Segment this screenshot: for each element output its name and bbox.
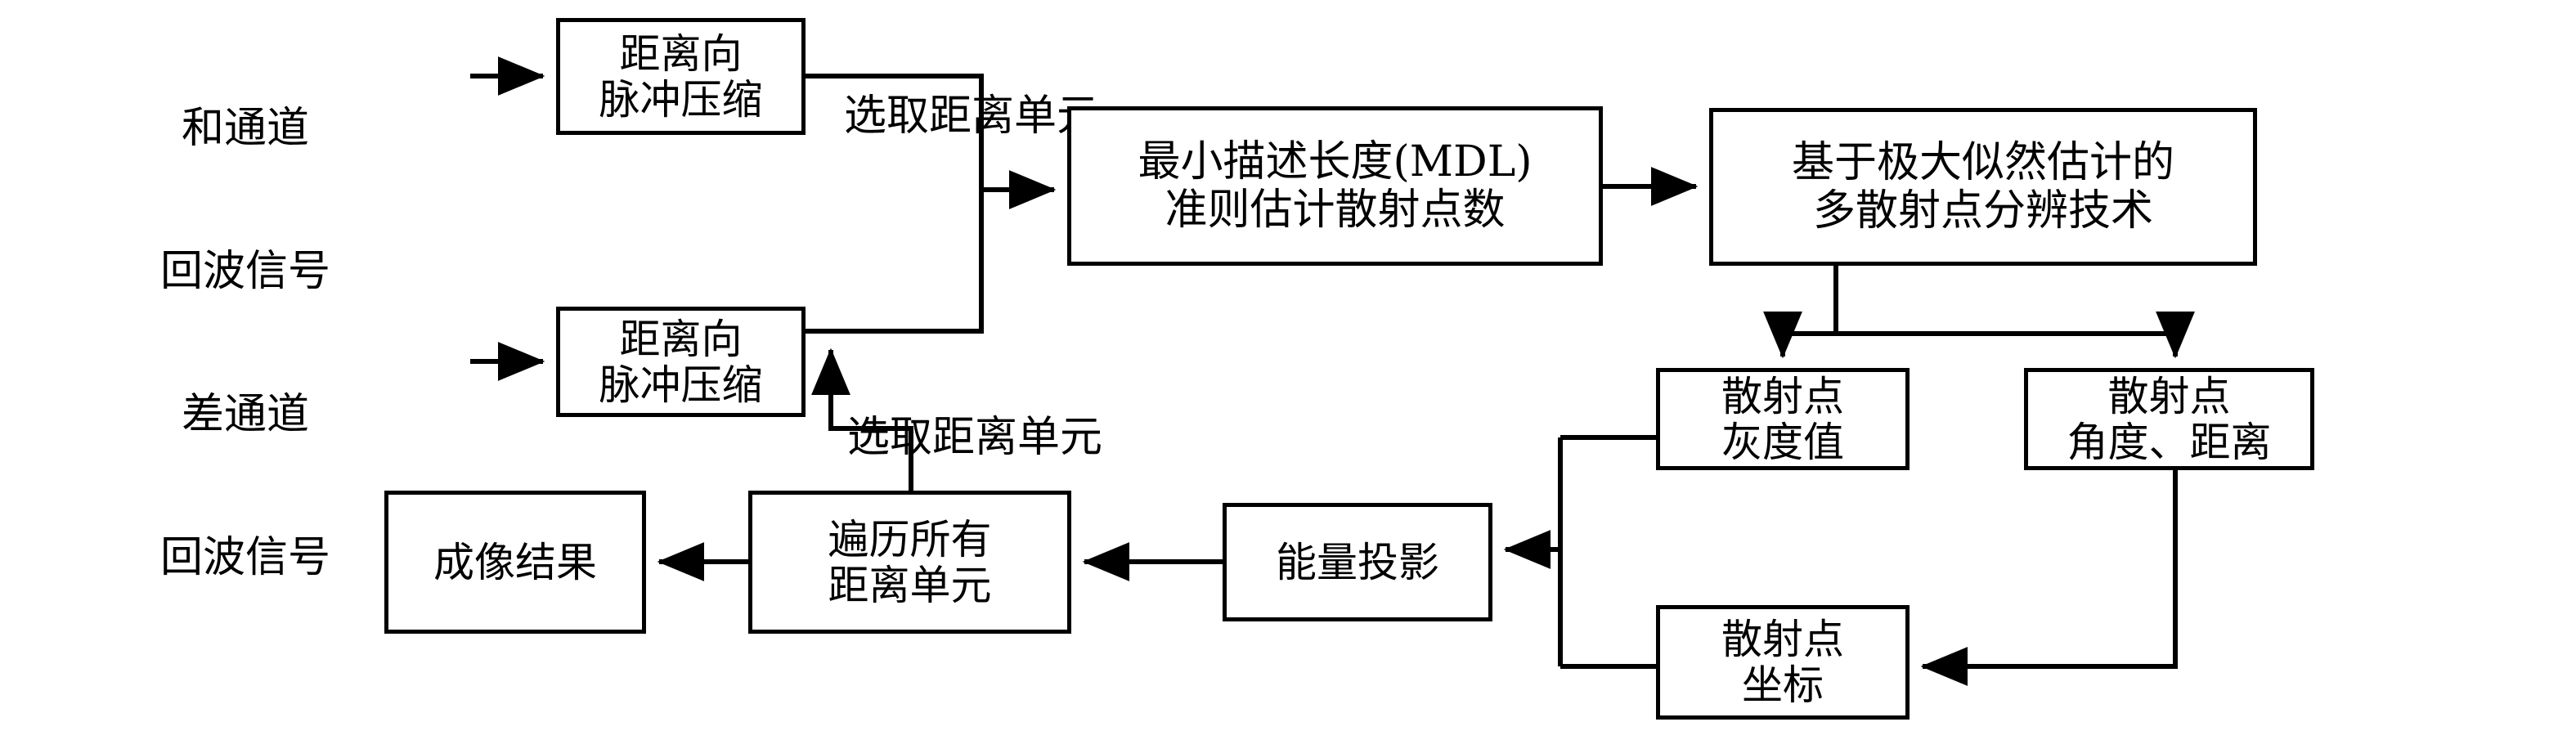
energy-line1: 能量投影 xyxy=(1276,538,1439,586)
node-pulse-compression-1[interactable]: 距离向 脉冲压缩 xyxy=(556,18,806,135)
gray-line1: 散射点 xyxy=(1721,372,1844,420)
node-mdl-estimate[interactable]: 最小描述长度(MDL) 准则估计散射点数 xyxy=(1067,106,1603,266)
angle-line1: 散射点 xyxy=(2107,372,2231,420)
node-imaging-result[interactable]: 成像结果 xyxy=(384,491,646,634)
gray-line2: 灰度值 xyxy=(1721,418,1844,466)
edge-pc1-to-bus xyxy=(806,74,984,190)
sum-channel-line1: 和通道 xyxy=(181,104,309,154)
result-line1: 成像结果 xyxy=(433,538,597,586)
node-ml-resolution[interactable]: 基于极大似然估计的 多散射点分辨技术 xyxy=(1709,108,2257,266)
pc2-line1: 距离向 xyxy=(619,315,743,363)
mdl-line1: 最小描述长度(MDL) xyxy=(1138,137,1533,187)
edge-angle-to-coord xyxy=(1920,470,2178,686)
ml-line1: 基于极大似然估计的 xyxy=(1791,138,2174,188)
pc1-line2: 脉冲压缩 xyxy=(599,75,763,123)
edge-label-select-range-cell-top: 选取距离单元 xyxy=(844,92,1100,141)
node-scatter-coord[interactable]: 散射点 坐标 xyxy=(1656,605,1910,720)
coord-line2: 坐标 xyxy=(1742,661,1824,709)
angle-line2: 角度、距离 xyxy=(2067,418,2272,466)
diff-channel-input-label: 差通道 回波信号 xyxy=(131,296,360,677)
edge-pc2-to-bus xyxy=(806,190,984,334)
pc2-line2: 脉冲压缩 xyxy=(599,361,763,409)
edge-traverse-feedback-to-pc2 xyxy=(811,348,913,491)
node-pulse-compression-2[interactable]: 距离向 脉冲压缩 xyxy=(556,307,806,417)
mdl-line2: 准则估计散射点数 xyxy=(1165,185,1506,235)
node-scatter-gray[interactable]: 散射点 灰度值 xyxy=(1656,368,1910,470)
diff-channel-line2: 回波信号 xyxy=(159,533,330,583)
edge-label-select-range-cell-bottom: 选取距离单元 xyxy=(847,413,1103,463)
node-energy-projection[interactable]: 能量投影 xyxy=(1223,503,1492,621)
traverse-line2: 距离单元 xyxy=(828,561,992,609)
node-scatter-angle-range[interactable]: 散射点 角度、距离 xyxy=(2024,368,2314,470)
traverse-line1: 遍历所有 xyxy=(828,515,992,563)
ml-line2: 多散射点分辨技术 xyxy=(1812,186,2153,235)
sum-channel-input-label: 和通道 回波信号 xyxy=(131,10,360,391)
pc1-line1: 距离向 xyxy=(619,29,743,78)
coord-line1: 散射点 xyxy=(1721,616,1844,663)
diff-channel-line1: 差通道 xyxy=(181,390,309,440)
node-traverse-all-cells[interactable]: 遍历所有 距离单元 xyxy=(748,491,1071,634)
sum-channel-line2: 回波信号 xyxy=(159,247,330,297)
